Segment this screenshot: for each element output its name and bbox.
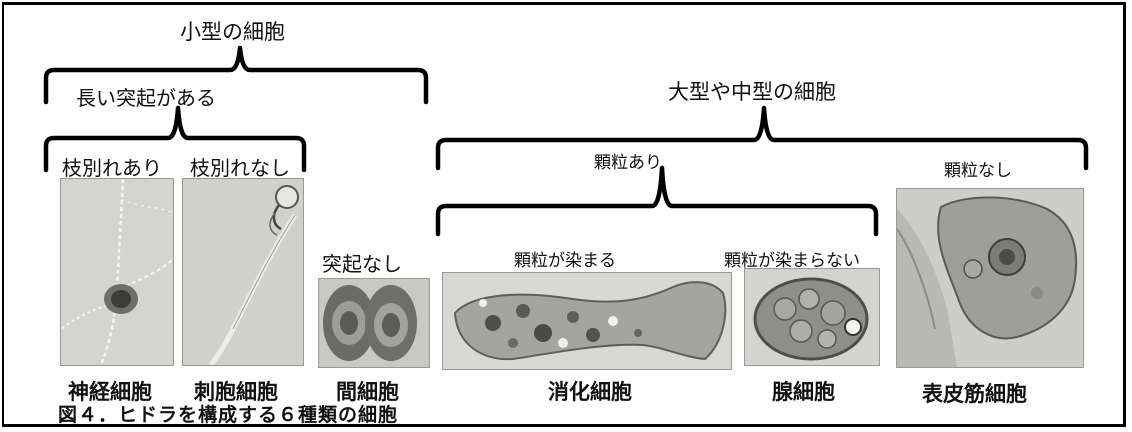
cell-name-cnidocyte: 刺胞細胞 bbox=[194, 380, 278, 404]
bracket-small-cells bbox=[43, 45, 429, 105]
figure-caption: 図４．ヒドラを構成する６種類の細胞 bbox=[58, 404, 399, 426]
interstitial-cell-photo bbox=[318, 278, 430, 368]
label-large-medium-cells: 大型や中型の細胞 bbox=[668, 80, 836, 104]
label-small-cells: 小型の細胞 bbox=[180, 20, 285, 44]
digestive-cell-photo bbox=[442, 272, 732, 370]
cell-name-interstitial: 間細胞 bbox=[336, 380, 399, 404]
gland-cell-photo bbox=[744, 268, 880, 366]
label-long-processes: 長い突起がある bbox=[76, 86, 216, 110]
cnidocyte-photo bbox=[182, 178, 304, 366]
label-without-granules: 顆粒なし bbox=[944, 161, 1012, 181]
label-branched: 枝別れあり bbox=[62, 156, 162, 180]
cell-name-digestive: 消化細胞 bbox=[548, 380, 632, 404]
cell-name-gland: 腺細胞 bbox=[772, 380, 835, 404]
bracket-large-medium-cells bbox=[435, 105, 1089, 171]
label-granules-not-stain: 顆粒が染まらない bbox=[724, 251, 860, 271]
cell-name-epitheliomuscular: 表皮筋細胞 bbox=[922, 382, 1027, 406]
bracket-with-granules bbox=[435, 165, 879, 237]
epitheliomuscular-cell-photo bbox=[896, 188, 1084, 368]
label-granules-stain: 顆粒が染まる bbox=[514, 251, 616, 271]
label-unbranched: 枝別れなし bbox=[190, 156, 290, 180]
label-with-granules: 顆粒あり bbox=[594, 153, 662, 173]
cell-name-nerve: 神経細胞 bbox=[68, 380, 152, 404]
bracket-long-processes bbox=[43, 105, 307, 173]
nerve-cell-photo bbox=[60, 178, 174, 366]
figure-frame bbox=[2, 2, 1126, 427]
label-no-process: 突起なし bbox=[322, 252, 402, 276]
